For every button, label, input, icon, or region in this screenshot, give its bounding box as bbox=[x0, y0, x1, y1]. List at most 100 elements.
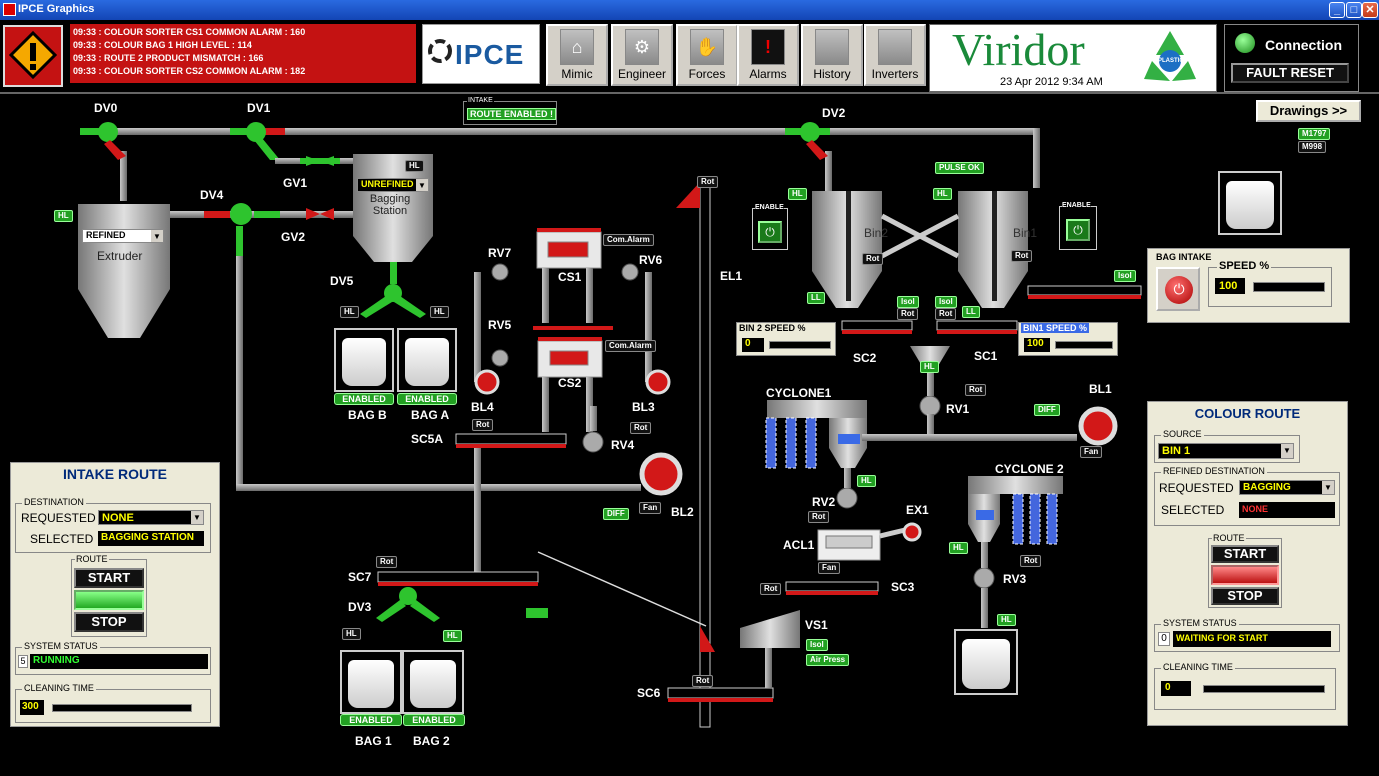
intake-stop-button[interactable]: STOP bbox=[74, 612, 144, 632]
route-control-group: ROUTE START STOP bbox=[71, 554, 147, 637]
bagging-station-label: Bagging Station bbox=[369, 193, 411, 217]
intake-requested-select[interactable]: NONE ▼ bbox=[98, 510, 204, 525]
cleaning-time-title: CLEANING TIME bbox=[22, 683, 96, 693]
el1-rot-tag: Rot bbox=[697, 176, 719, 188]
cs1-com-alarm-tag: Com.Alarm bbox=[603, 234, 654, 246]
window-title: IPCE Graphics bbox=[18, 3, 95, 15]
motor-tag[interactable]: M1797 bbox=[1298, 128, 1331, 140]
bag-intake-panel: BAG INTAKE ⏻ SPEED % 100 bbox=[1147, 248, 1350, 323]
dv1-label: DV1 bbox=[247, 101, 271, 115]
source-title: SOURCE bbox=[1161, 429, 1204, 439]
recycle-label: PLASTIC bbox=[1158, 58, 1184, 64]
intake-selected-value: BAGGING STATION bbox=[98, 531, 204, 546]
nav-mimic-button[interactable]: ⌂ Mimic bbox=[546, 24, 608, 86]
alarm-item: 09:33 : ROUTE 2 PRODUCT MISMATCH : 166 bbox=[73, 53, 264, 63]
rv6-label: RV6 bbox=[639, 253, 663, 267]
source-select[interactable]: BIN 1 ▼ bbox=[1158, 443, 1294, 459]
colour-cleaning-value[interactable]: 0 bbox=[1161, 681, 1191, 696]
close-button[interactable]: ✕ bbox=[1362, 2, 1378, 18]
el1-label: EL1 bbox=[720, 269, 743, 283]
ipce-logo-mark bbox=[428, 39, 452, 63]
bag-2-icon[interactable] bbox=[402, 650, 464, 714]
app-icon bbox=[3, 3, 16, 16]
destination-fieldset: DESTINATION REQUESTED NONE ▼ SELECTED BA… bbox=[15, 497, 211, 553]
home-icon: ⌂ bbox=[560, 29, 594, 65]
nav-inverters-button[interactable]: Inverters bbox=[864, 24, 926, 86]
system-status-title: SYSTEM STATUS bbox=[22, 641, 100, 651]
header-bar: 09:33 : COLOUR SORTER CS1 COMMON ALARM :… bbox=[0, 20, 1379, 94]
intake-route-title: INTAKE ROUTE bbox=[63, 466, 167, 482]
bag-2-enabled-button[interactable]: ENABLED bbox=[403, 714, 465, 726]
dv2-label: DV2 bbox=[822, 106, 846, 120]
bag-a-label: BAG A bbox=[411, 408, 450, 422]
fault-reset-button[interactable]: FAULT RESET bbox=[1231, 63, 1349, 83]
intake-start-button[interactable]: START bbox=[74, 568, 144, 588]
bag-a-icon[interactable] bbox=[397, 328, 457, 392]
bag-a-hl-tag: HL bbox=[430, 306, 449, 318]
nav-label: Mimic bbox=[561, 67, 593, 81]
colour-requested-select[interactable]: BAGGING ▼ bbox=[1239, 480, 1335, 495]
bin1-enable-button[interactable]: ⏻ bbox=[1066, 219, 1090, 241]
chevron-down-icon: ▼ bbox=[1322, 481, 1334, 494]
viridor-brand-panel: Viridor PLASTIC 23 Apr 2012 9:34 AM bbox=[929, 24, 1217, 92]
motor-tag[interactable]: M998 bbox=[1298, 141, 1327, 153]
colour-route-panel: COLOUR ROUTE SOURCE BIN 1 ▼ REFINED DEST… bbox=[1147, 401, 1348, 726]
bin2-enable-button[interactable]: ⏻ bbox=[758, 221, 782, 243]
process-diagram bbox=[78, 122, 1142, 728]
sc2-label: SC2 bbox=[853, 351, 877, 365]
cyclone2-hl-tag: HL bbox=[949, 542, 968, 554]
bag-a-enabled-button[interactable]: ENABLED bbox=[397, 393, 457, 405]
requested-label: REQUESTED bbox=[21, 511, 96, 525]
bag-b-icon[interactable] bbox=[334, 328, 394, 392]
bl1-fan-tag: Fan bbox=[1080, 446, 1103, 458]
bin2-speed-value[interactable]: 0 bbox=[742, 338, 764, 352]
power-icon: ⏻ bbox=[1165, 276, 1193, 304]
sc2-isol-tag: Isol bbox=[897, 296, 919, 308]
bag-1-icon[interactable] bbox=[340, 650, 402, 714]
colour-start-button[interactable]: START bbox=[1211, 545, 1279, 563]
cleaning-time-fieldset: CLEANING TIME 300 bbox=[15, 683, 211, 723]
connection-label: Connection bbox=[1265, 37, 1342, 53]
active-alarm-list[interactable]: 09:33 : COLOUR SORTER CS1 COMMON ALARM :… bbox=[70, 24, 416, 83]
rv1-rot-tag: Rot bbox=[965, 384, 987, 396]
bag-intake-stop-button[interactable]: ⏻ bbox=[1156, 267, 1200, 311]
nav-engineer-button[interactable]: ⚙ Engineer bbox=[611, 24, 673, 86]
intake-cleaning-slider[interactable] bbox=[52, 704, 192, 712]
alarm-warning-button[interactable] bbox=[3, 25, 63, 87]
nav-alarms-button[interactable]: ! Alarms bbox=[737, 24, 799, 86]
nav-label: Engineer bbox=[617, 67, 667, 81]
system-status-fieldset: SYSTEM STATUS 5 RUNNING bbox=[15, 641, 211, 675]
bin1-speed-value[interactable]: 100 bbox=[1024, 338, 1050, 352]
extruder-hl-tag: HL bbox=[54, 210, 73, 222]
drawings-button[interactable]: Drawings >> bbox=[1256, 100, 1361, 122]
colour-system-status-fieldset: SYSTEM STATUS 0 WAITING FOR START bbox=[1154, 618, 1340, 652]
cyclone1-label: CYCLONE1 bbox=[766, 386, 832, 400]
bag-b-enabled-button[interactable]: ENABLED bbox=[334, 393, 394, 405]
colour-stop-button[interactable]: STOP bbox=[1211, 587, 1279, 605]
intake-cleaning-value[interactable]: 300 bbox=[20, 700, 44, 715]
cs2-label: CS2 bbox=[558, 376, 582, 390]
bin2-rot-tag: Rot bbox=[862, 253, 884, 265]
bl2-fan-tag: Fan bbox=[639, 502, 662, 514]
nav-history-button[interactable]: History bbox=[801, 24, 863, 86]
bag-intake-speed-slider[interactable] bbox=[1253, 282, 1325, 292]
sc1-label: SC1 bbox=[974, 349, 998, 363]
selected-label: SELECTED bbox=[30, 532, 94, 546]
ipce-logo-text: IPCE bbox=[455, 39, 525, 70]
colour-requested-label: REQUESTED bbox=[1159, 481, 1234, 495]
maximize-button[interactable]: □ bbox=[1346, 2, 1362, 18]
acl1-label: ACL1 bbox=[783, 538, 815, 552]
bag-1-hl-tag: HL bbox=[342, 628, 361, 640]
extruder-product-select[interactable]: REFINED ▼ bbox=[82, 229, 164, 243]
minimize-button[interactable]: _ bbox=[1329, 2, 1345, 18]
intake-route-indicator bbox=[74, 590, 144, 610]
bag-1-enabled-button[interactable]: ENABLED bbox=[340, 714, 402, 726]
rv4-label: RV4 bbox=[611, 438, 635, 452]
refined-destination-fieldset: REFINED DESTINATION REQUESTED BAGGING ▼ … bbox=[1154, 466, 1340, 526]
colour-cleaning-slider[interactable] bbox=[1203, 685, 1325, 693]
bin1-speed-slider[interactable] bbox=[1055, 341, 1113, 349]
bin2-speed-slider[interactable] bbox=[769, 341, 831, 349]
bagging-product-select[interactable]: UNREFINED ▼ bbox=[357, 178, 429, 192]
nav-forces-button[interactable]: ✋ Forces bbox=[676, 24, 738, 86]
bag-intake-speed-value[interactable]: 100 bbox=[1215, 278, 1245, 294]
